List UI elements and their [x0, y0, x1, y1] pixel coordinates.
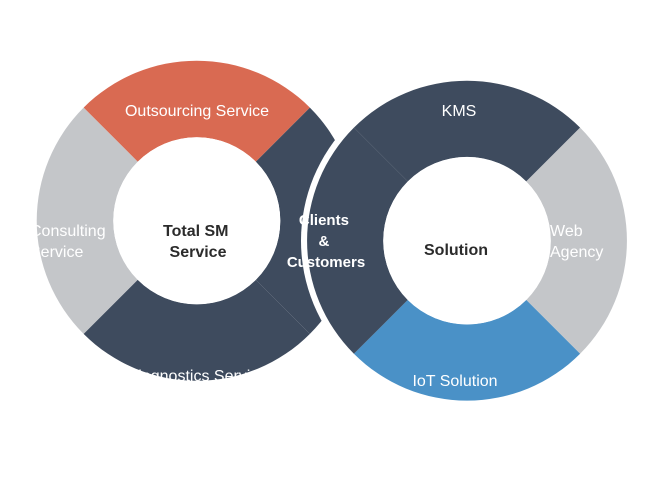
diagnostics-label: Diagnostics Service [127, 368, 268, 385]
clients-customers-label: Clients & Customers [287, 212, 365, 271]
total-sm-line-2: Service [170, 244, 227, 261]
web-agency-line-1: Web [550, 223, 583, 240]
right-ring-center [383, 156, 551, 325]
consulting-line-1: Consulting [30, 223, 106, 240]
kms-label: KMS [442, 103, 477, 120]
left-ring-center [113, 137, 281, 305]
segment-web-agency [526, 127, 627, 354]
segment-iot [353, 299, 581, 401]
web-agency-label: Web Agency [550, 223, 603, 261]
clients-line-2: & [318, 233, 329, 250]
segment-outsourcing [83, 60, 310, 162]
solution-label: Solution [424, 242, 488, 259]
segment-kms [353, 80, 581, 182]
consulting-label: Consulting Service [30, 223, 110, 261]
web-agency-line-2: Agency [550, 244, 603, 261]
total-sm-line-1: Total SM [163, 223, 228, 240]
total-sm-service-label: Total SM Service [163, 223, 233, 261]
clients-line-1: Clients [299, 212, 349, 229]
segment-diagnostics [83, 279, 310, 381]
segment-clients-right [307, 127, 408, 354]
clients-line-3: Customers [287, 254, 365, 271]
segment-consulting [36, 107, 138, 334]
right-ring [301, 74, 633, 407]
iot-solution-label: IoT Solution [412, 373, 497, 390]
consulting-line-2: Service [30, 244, 83, 261]
outsourcing-label: Outsourcing Service [125, 103, 269, 120]
